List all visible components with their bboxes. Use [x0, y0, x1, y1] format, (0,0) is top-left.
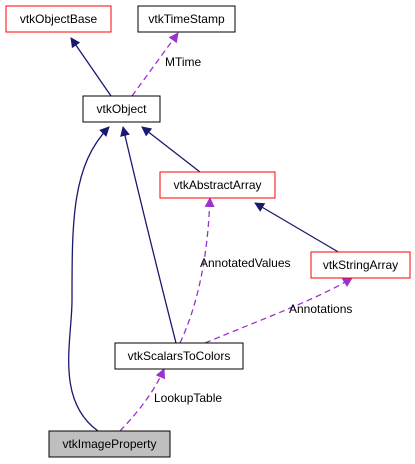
node-box: [114, 342, 244, 370]
node-vtkimageproperty[interactable]: vtkImageProperty: [48, 430, 171, 458]
edge-scalarstocolors-uses-abstractarray: [179, 197, 215, 344]
edge-label-lookup-table: LookupTable: [154, 391, 222, 405]
edge-imageproperty-to-object: [68, 126, 110, 432]
node-label: vtkImageProperty: [62, 437, 156, 451]
edge-stringarray-to-abstractarray: [254, 202, 341, 254]
edge-object-uses-timestamp: [131, 32, 179, 97]
edge-scalarstocolors-uses-stringarray: [204, 277, 353, 344]
node-vtkstringarray[interactable]: vtkStringArray: [310, 251, 411, 279]
edge-imageproperty-uses-scalarstocolors: [119, 368, 166, 432]
edge-label-annotated-values: AnnotatedValues: [200, 256, 291, 270]
node-box: [82, 95, 161, 123]
node-label: vtkStringArray: [323, 258, 398, 272]
node-vtkobject[interactable]: vtkObject: [82, 95, 161, 123]
usage-edges: [119, 32, 353, 432]
node-box: [310, 251, 411, 279]
node-vtkscalarstocolors[interactable]: vtkScalarsToColors: [114, 342, 244, 370]
node-box: [48, 430, 171, 458]
edge-object-to-objectbase: [70, 37, 112, 97]
inheritance-edges: [68, 37, 341, 432]
node-label: vtkObject: [96, 102, 147, 116]
edge-label-annotations: Annotations: [289, 302, 352, 316]
node-label: vtkTimeStamp: [148, 12, 225, 26]
node-vtkobjectbase[interactable]: vtkObjectBase: [5, 5, 112, 33]
node-box: [137, 5, 236, 33]
node-vtktimestamp[interactable]: vtkTimeStamp: [137, 5, 236, 33]
edge-labels: MTime AnnotatedValues Annotations Lookup…: [154, 55, 352, 405]
node-vtkabstractarray[interactable]: vtkAbstractArray: [159, 171, 276, 199]
node-box: [159, 171, 276, 199]
node-box: [5, 5, 112, 33]
node-label: vtkScalarsToColors: [128, 349, 231, 363]
edge-scalarstocolors-to-object: [120, 126, 177, 344]
edge-abstractarray-to-object: [141, 126, 201, 173]
edge-label-mtime: MTime: [165, 55, 202, 69]
node-label: vtkObjectBase: [20, 12, 98, 26]
node-label: vtkAbstractArray: [173, 178, 261, 192]
